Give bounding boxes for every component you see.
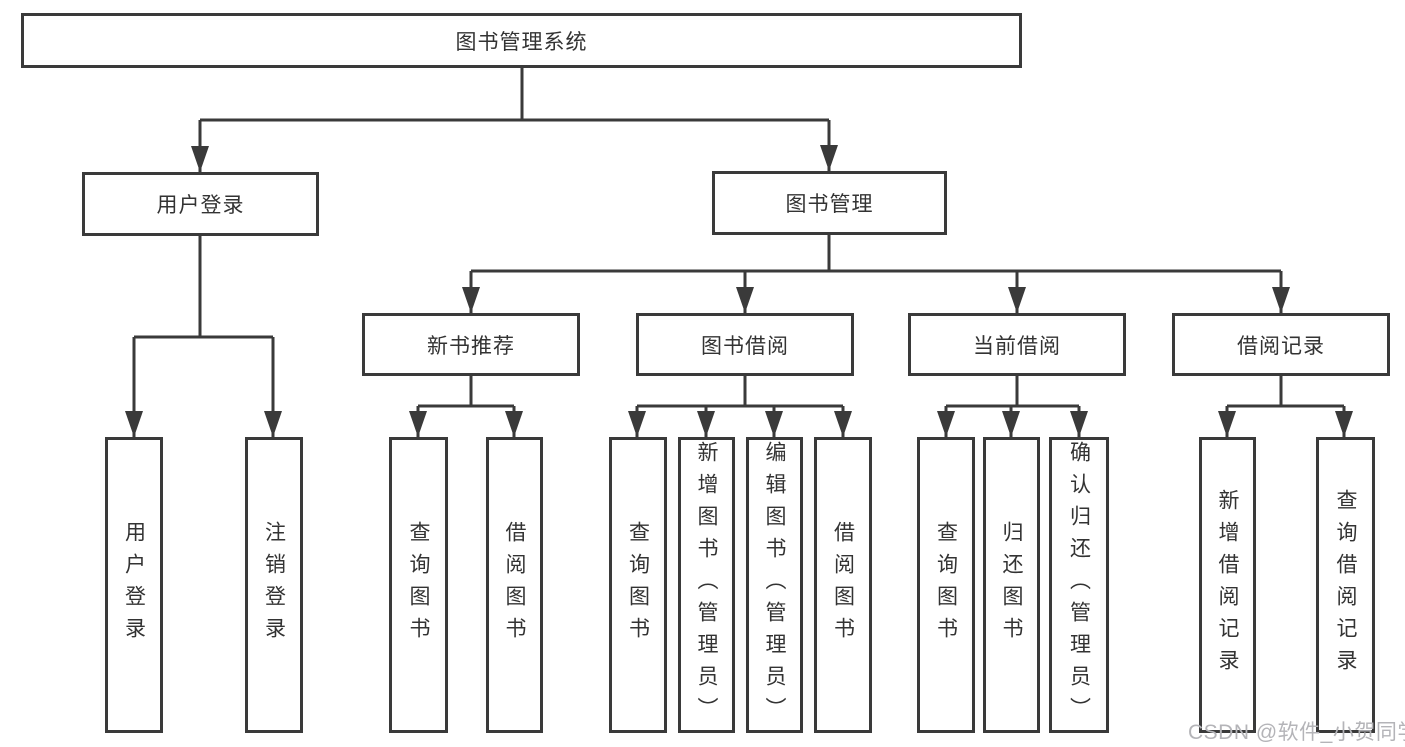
node-borrow-records: 借阅记录 [1172, 313, 1390, 376]
node-leaf-borrow-books: 借阅图书 [814, 437, 872, 733]
node-label: 查询图书 [934, 521, 958, 649]
node-label: 借阅图书 [831, 521, 855, 649]
node-leaf-user-login: 用户登录 [105, 437, 163, 733]
node-label: 查询图书 [407, 521, 430, 649]
node-book-borrow: 图书借阅 [636, 313, 854, 376]
node-leaf-query-books-borrow: 查询图书 [609, 437, 667, 733]
node-label: 查询图书 [626, 521, 650, 649]
node-label: 确认归还（管理员） [1067, 441, 1091, 729]
node-user-login: 用户登录 [82, 172, 319, 236]
node-current-borrow: 当前借阅 [908, 313, 1126, 376]
node-label: 新增借阅记录 [1216, 489, 1239, 681]
node-leaf-query-borrow-record: 查询借阅记录 [1316, 437, 1375, 733]
node-label: 查询借阅记录 [1334, 489, 1357, 681]
node-leaf-borrow-books-recommend: 借阅图书 [486, 437, 543, 733]
node-label: 归还图书 [1000, 521, 1023, 649]
node-leaf-return-books: 归还图书 [983, 437, 1040, 733]
node-label: 编辑图书（管理员） [763, 441, 786, 729]
node-label: 用户登录 [122, 521, 146, 649]
node-leaf-query-books-current: 查询图书 [917, 437, 975, 733]
node-leaf-add-book-admin: 新增图书（管理员） [678, 437, 735, 733]
node-leaf-edit-book-admin: 编辑图书（管理员） [746, 437, 803, 733]
watermark-text: CSDN @软件_小贺同学 [1188, 721, 1405, 744]
node-library-management-system: 图书管理系统 [21, 13, 1022, 68]
node-leaf-logout: 注销登录 [245, 437, 303, 733]
node-new-book-recommend: 新书推荐 [362, 313, 580, 376]
node-label: 注销登录 [262, 521, 286, 649]
node-leaf-confirm-return-admin: 确认归还（管理员） [1049, 437, 1109, 733]
node-leaf-add-borrow-record: 新增借阅记录 [1199, 437, 1256, 733]
node-label: 新增图书（管理员） [695, 441, 718, 729]
node-leaf-query-books-recommend: 查询图书 [389, 437, 448, 733]
node-label: 借阅图书 [503, 521, 526, 649]
node-book-management: 图书管理 [712, 171, 947, 235]
